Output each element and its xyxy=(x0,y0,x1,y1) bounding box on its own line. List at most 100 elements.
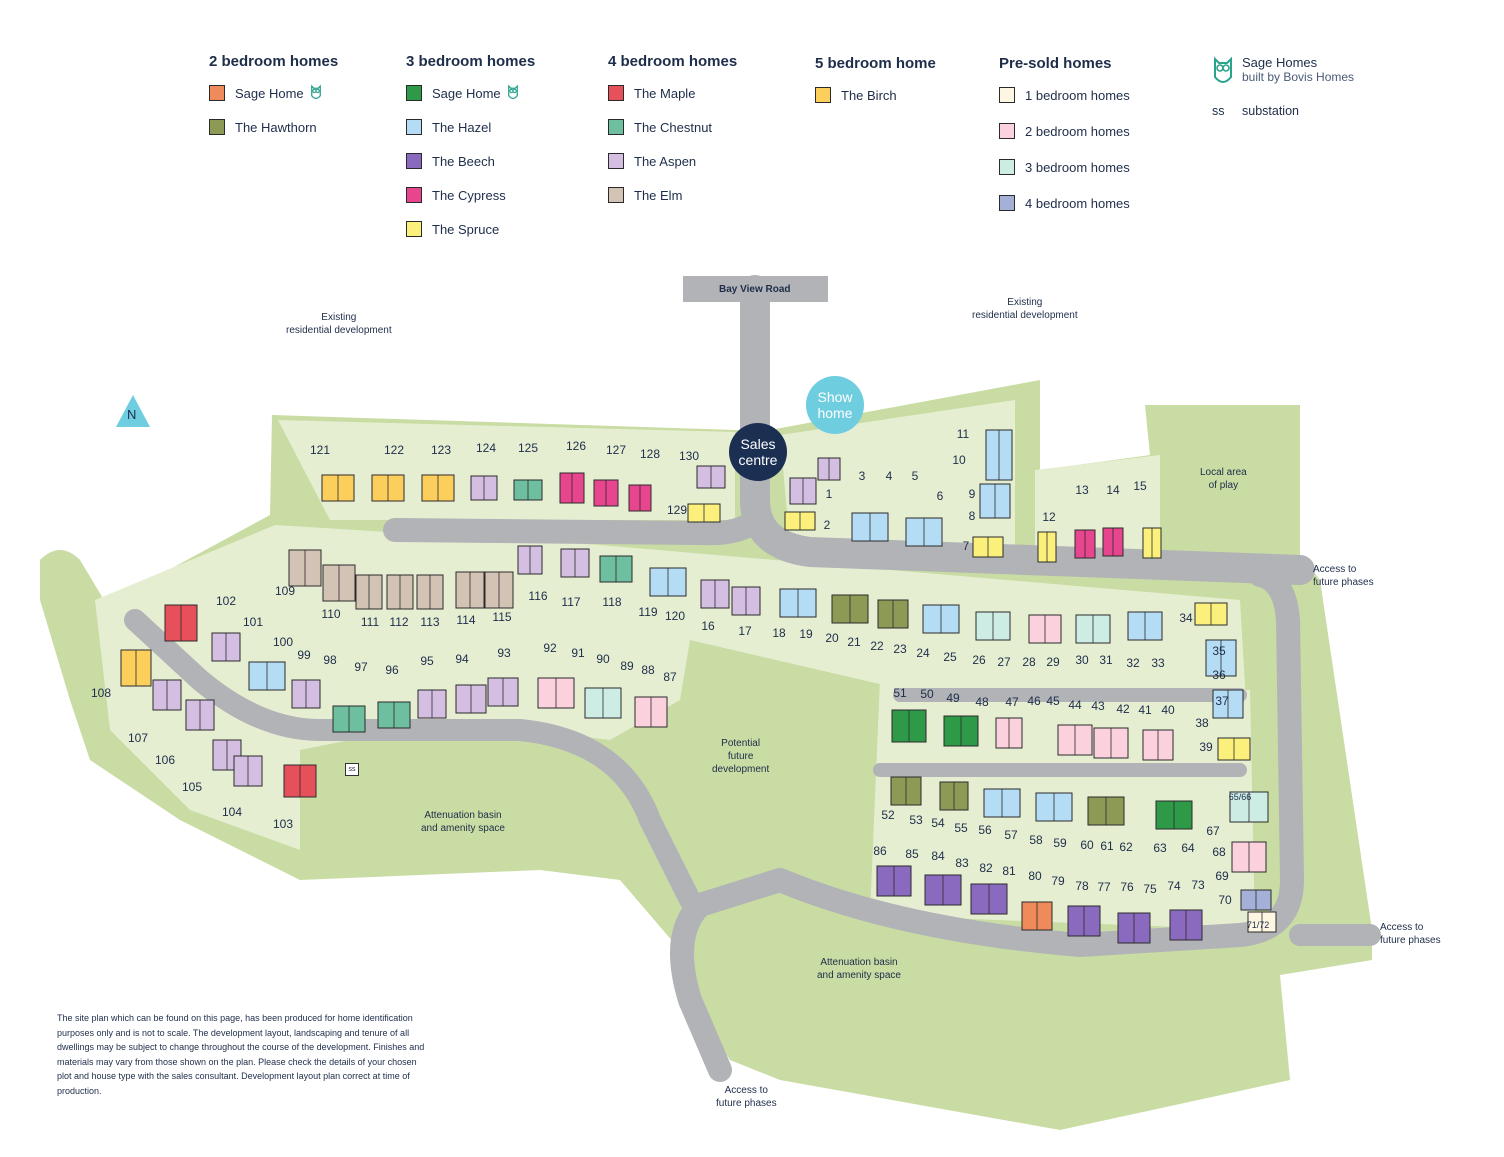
plot-number: 53 xyxy=(909,813,923,827)
plot-number: 97 xyxy=(354,660,368,674)
bay-view-road xyxy=(683,276,828,302)
legend-swatch xyxy=(999,159,1015,175)
plot-number: 28 xyxy=(1022,655,1036,669)
legend-pre-sold: Pre-sold homes 1 bedroom homes 2 bedroom … xyxy=(999,55,1130,230)
plot-number: 115 xyxy=(492,610,512,624)
plot-number: 7 xyxy=(962,539,970,553)
plot-number: 110 xyxy=(321,607,341,621)
attenuation-basin-label: Attenuation basin and amenity space xyxy=(421,810,505,834)
legend-swatch xyxy=(999,195,1015,211)
plot-number: 43 xyxy=(1091,699,1105,713)
plot-number: 104 xyxy=(221,805,243,819)
plot-number: 85 xyxy=(905,847,919,861)
plot-number: 45 xyxy=(1046,694,1060,708)
plot-number: 57 xyxy=(1004,828,1018,842)
plot-number: 122 xyxy=(383,443,405,457)
roads xyxy=(124,275,1381,1082)
plot-number: 33 xyxy=(1151,656,1165,670)
plot-number: 24 xyxy=(916,646,930,660)
legend-five-bedroom: 5 bedroom home The Birch xyxy=(815,55,936,120)
plot-number: 26 xyxy=(972,653,986,667)
north-indicator: N xyxy=(115,393,151,429)
legend-heading: 4 bedroom homes xyxy=(608,53,738,70)
plot-number: 113 xyxy=(420,615,440,629)
plot-number: 42 xyxy=(1116,702,1130,716)
bay-view-road-label: Bay View Road xyxy=(719,284,791,295)
plot-number: 123 xyxy=(430,443,452,457)
legend-swatch xyxy=(608,187,624,203)
plot-number: 118 xyxy=(602,595,622,609)
plot-number: 46 xyxy=(1027,694,1041,708)
plot-number: 91 xyxy=(571,646,585,660)
legend-item: The Maple xyxy=(608,84,737,102)
plot-number: 116 xyxy=(528,589,548,603)
legend-label: 4 bedroom homes xyxy=(1025,195,1130,211)
houses xyxy=(120,429,1277,944)
plot-number: 30 xyxy=(1075,653,1089,667)
plot-number: 47 xyxy=(1005,695,1019,709)
plot-number: 82 xyxy=(979,861,993,875)
legend-item: The Spruce xyxy=(406,220,535,238)
legend-heading: 2 bedroom homes xyxy=(209,53,339,70)
sage-homes-label: Sage Homes xyxy=(1242,55,1318,70)
legend-heading: 3 bedroom homes xyxy=(406,53,536,70)
plot-number: 23 xyxy=(893,642,907,656)
north-label: N xyxy=(127,407,137,422)
legend-label: Sage Home xyxy=(235,85,304,101)
legend-swatch xyxy=(406,153,422,169)
plot-number: 18 xyxy=(772,626,786,640)
plot-number: 98 xyxy=(323,653,337,667)
plot-number: 70 xyxy=(1218,893,1232,907)
legend-item: The Elm xyxy=(608,186,737,204)
plot-number: 38 xyxy=(1195,716,1209,730)
legend-label: The Elm xyxy=(634,187,683,203)
plot-number: 9 xyxy=(968,487,976,501)
legend-label: The Hawthorn xyxy=(235,119,317,135)
legend-heading: Pre-sold homes xyxy=(999,55,1112,72)
legend-item: The Aspen xyxy=(608,152,737,170)
plot-number: 39 xyxy=(1199,740,1213,754)
plot-number: 35 xyxy=(1212,644,1226,658)
plot-number: 86 xyxy=(873,844,887,858)
plot-number: 60 xyxy=(1080,838,1094,852)
plot-number: 111 xyxy=(360,615,380,629)
legend-swatch xyxy=(406,221,422,237)
plot-number: 121 xyxy=(309,443,331,457)
plot-number: 92 xyxy=(543,641,557,655)
legend-item: 4 bedroom homes xyxy=(999,194,1130,212)
legend-label: 1 bedroom homes xyxy=(1025,87,1130,103)
existing-development-left: Existing residential development xyxy=(286,312,392,336)
plot-number: 63 xyxy=(1153,841,1167,855)
plot-number: 25 xyxy=(943,650,957,664)
plot-number: 77 xyxy=(1097,880,1111,894)
plot-number: 17 xyxy=(738,624,752,638)
plot-number: 81 xyxy=(1002,864,1016,878)
plot-number: 44 xyxy=(1068,698,1082,712)
plot-number: 93 xyxy=(497,646,511,660)
plot-number: 20 xyxy=(825,631,839,645)
substation-abbr: ss xyxy=(1212,104,1225,118)
plot-number: 34 xyxy=(1179,611,1193,625)
legend-label: 2 bedroom homes xyxy=(1025,123,1130,139)
plot-number: 100 xyxy=(272,635,294,649)
substation-marker: ss xyxy=(345,763,359,776)
plot-number: 120 xyxy=(664,609,686,623)
plot-number: 19 xyxy=(799,627,813,641)
existing-development-right: Existing residential development xyxy=(972,297,1078,321)
legend-heading: 5 bedroom home xyxy=(815,55,936,72)
plot-number: 83 xyxy=(955,856,969,870)
plot-pair-label: 65/66 xyxy=(1228,792,1252,802)
plot-number: 59 xyxy=(1053,836,1067,850)
plot-number: 12 xyxy=(1042,510,1056,524)
plot-number: 21 xyxy=(847,635,861,649)
plot-number: 15 xyxy=(1133,479,1147,493)
legend-label: The Beech xyxy=(432,153,495,169)
plot-number: 14 xyxy=(1106,483,1120,497)
plot-number: 29 xyxy=(1046,655,1060,669)
plot-number: 6 xyxy=(936,489,944,503)
plot-number: 10 xyxy=(952,453,966,467)
plot-number: 49 xyxy=(946,691,960,705)
plot-number: 67 xyxy=(1206,824,1220,838)
plot-number: 128 xyxy=(639,447,661,461)
